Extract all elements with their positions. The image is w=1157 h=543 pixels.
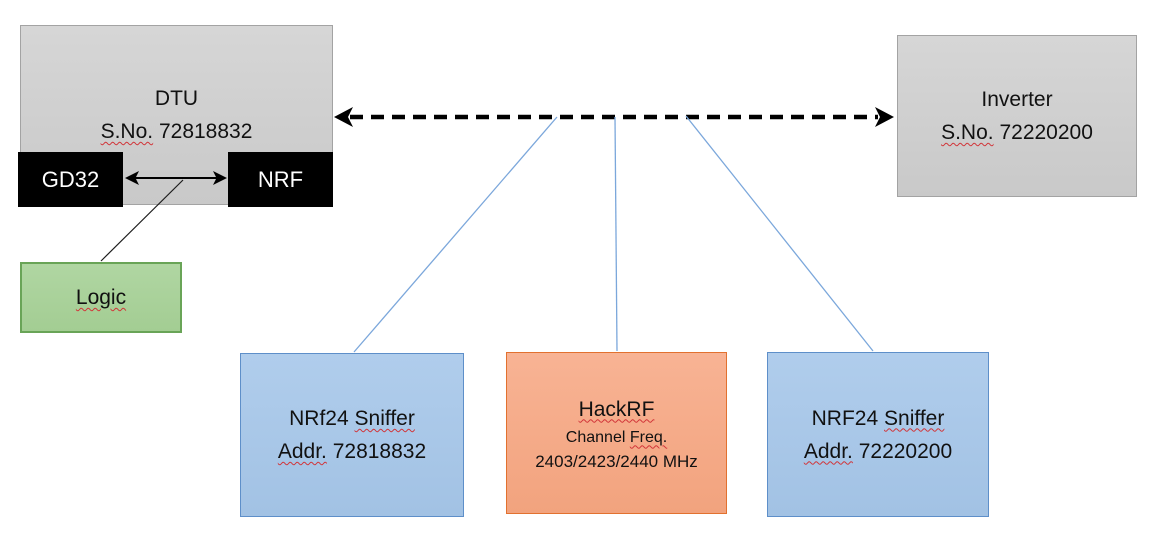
sniffer-left-addr-label: Addr. [277,440,327,463]
dtu-serial-line: S.No. 72818832 [101,115,253,148]
nrf-chip-box: NRF [228,152,333,207]
logic-label: Logic [75,286,127,309]
sniffer-left-model: NRf24 [289,407,349,430]
nrf-chip-label: NRF [257,166,304,192]
gd32-box: GD32 [18,152,123,207]
tap-line-sniffer-right [685,115,874,352]
inverter-serial-label: S.No. [941,121,994,144]
sniffer-right-addr-label: Addr. [803,439,853,463]
inverter-serial-line: S.No. 72220200 [941,116,1093,149]
dtu-serial-label: S.No. [100,120,154,143]
hackrf-name: HackRF [578,397,655,421]
hackrf-channel-line: Channel Freq. [566,426,667,450]
dtu-name: DTU [154,87,199,110]
sniffer-right-box: NRF24 Sniffer Addr. 72220200 [767,352,989,517]
hackrf-frequencies: 2403/2423/2440 MHz [535,451,698,471]
hackrf-channel-label: Channel [565,428,626,446]
sniffer-right-model: NRF24 [811,406,879,430]
gd32-label: GD32 [41,166,100,192]
sniffer-left-type: Sniffer [354,407,415,430]
sniffer-right-addr-line: Addr. 72220200 [804,435,952,468]
hackrf-box: HackRF Channel Freq. 2403/2423/2440 MHz [506,352,727,514]
logic-box: Logic [20,262,182,333]
sniffer-right-addr-number: 72220200 [858,439,953,463]
tap-line-hackrf [614,116,618,352]
hackrf-freq-word: Freq. [629,428,668,446]
sniffer-right-type: Sniffer [884,406,945,430]
rf-link-arrowhead-right [875,107,894,127]
sniffer-left-addr-line: Addr. 72818832 [278,435,426,468]
inverter-box: Inverter S.No. 72220200 [897,35,1137,197]
sniffer-right-title: NRF24 Sniffer [812,402,945,435]
sniffer-left-box: NRf24 Sniffer Addr. 72818832 [240,353,464,517]
sniffer-left-addr-number: 72818832 [332,440,427,463]
tap-line-sniffer-left [353,116,558,353]
rf-link-arrowhead-left [334,107,353,127]
inverter-name: Inverter [981,88,1053,111]
inverter-serial-number: 72220200 [999,121,1093,144]
sniffer-left-title: NRf24 Sniffer [289,402,415,435]
dtu-serial-number: 72818832 [158,120,253,143]
